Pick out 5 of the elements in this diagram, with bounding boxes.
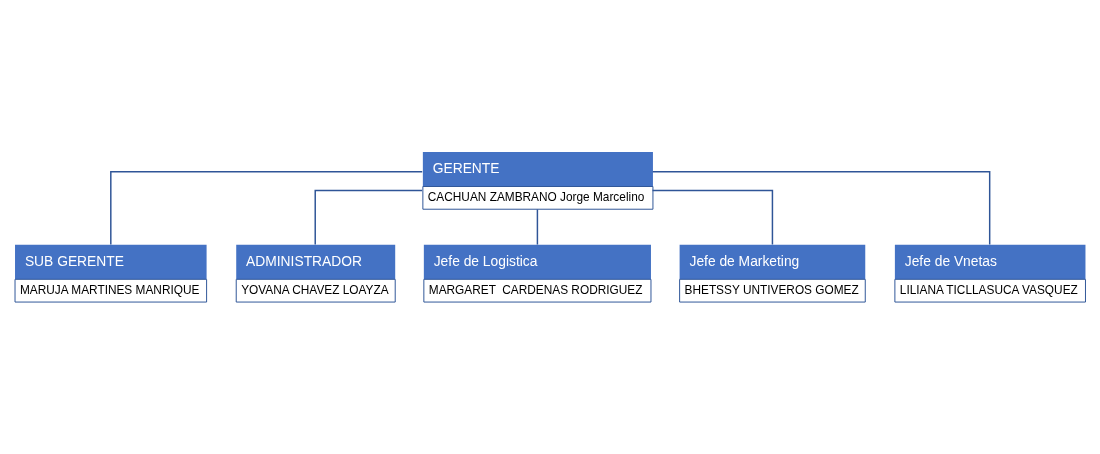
connector (536, 208, 539, 246)
connector (314, 189, 423, 246)
connector (651, 189, 774, 246)
connector (110, 170, 423, 246)
connector (651, 170, 991, 246)
